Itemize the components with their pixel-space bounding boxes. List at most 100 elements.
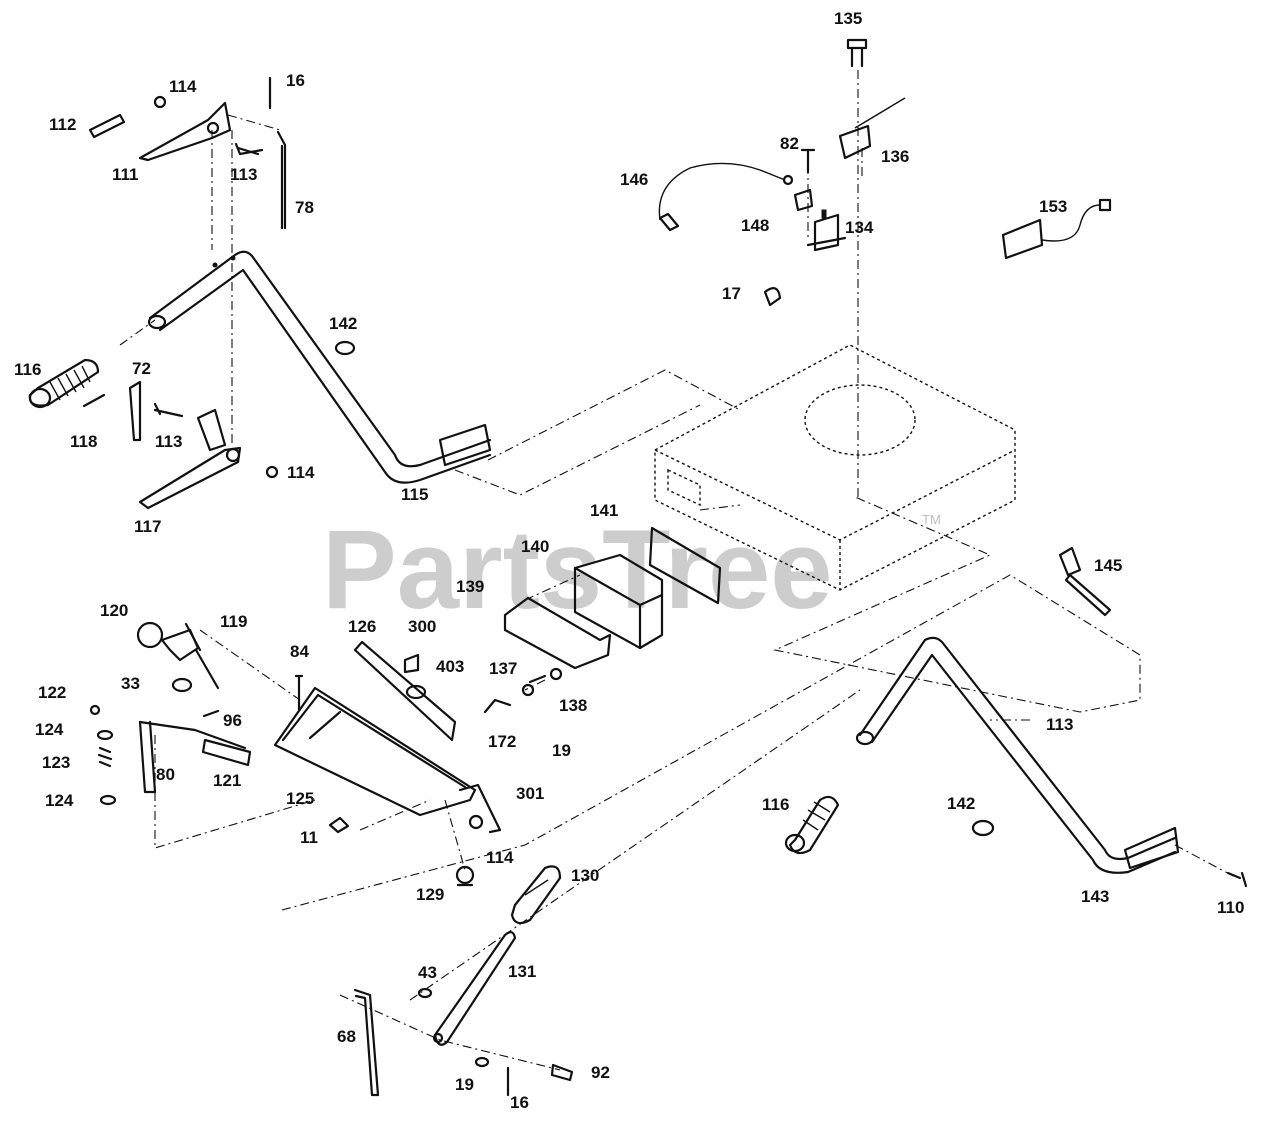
callout-123: 123 [42, 753, 70, 772]
callout-135: 135 [834, 9, 862, 28]
bolt-82 [800, 148, 816, 174]
solenoid-136 [838, 97, 906, 160]
panel-125 [273, 686, 502, 834]
lever-117 [82, 380, 279, 510]
callout-11: 11 [300, 828, 318, 847]
callout-78: 78 [295, 198, 314, 217]
frame-box [654, 344, 1016, 591]
callout-117: 117 [134, 517, 161, 536]
callout-142-upper: 142 [329, 314, 357, 333]
handle-143 [855, 636, 1180, 874]
fitting-129 [455, 865, 475, 887]
knob-120 [136, 621, 220, 690]
callout-113-mid: 113 [155, 432, 182, 451]
callout-146: 146 [620, 170, 648, 189]
tray-141 [648, 526, 722, 605]
callout-300: 300 [408, 617, 436, 636]
callout-96: 96 [223, 711, 242, 730]
callout-19-lower: 19 [455, 1075, 474, 1094]
arm-131 [432, 931, 517, 1046]
callout-129: 129 [416, 885, 444, 904]
wire-146 [658, 162, 794, 232]
plate-126 [353, 640, 457, 742]
battery-140 [573, 553, 664, 650]
callout-301: 301 [516, 784, 544, 803]
rod-68 [353, 988, 380, 1097]
callout-113-right: 113 [1046, 715, 1073, 734]
callout-142-lower: 142 [947, 794, 975, 813]
pad-130 [510, 865, 562, 925]
callout-116-lower: 116 [762, 795, 789, 814]
callout-124-upper: 124 [35, 720, 64, 739]
clip-17 [763, 287, 782, 307]
callout-125: 125 [286, 789, 314, 808]
callout-80: 80 [156, 765, 175, 784]
callout-143: 143 [1081, 887, 1109, 906]
callout-131: 131 [508, 962, 536, 981]
callout-138: 138 [559, 696, 587, 715]
watermark-tm: TM [922, 512, 941, 527]
callouts: 135 136 82 146 148 134 153 17 16 114 112… [14, 9, 1244, 1112]
callout-33: 33 [121, 674, 140, 693]
callout-113-top: 113 [230, 165, 257, 184]
connector-148 [793, 188, 814, 212]
washer-300-403 [403, 653, 427, 700]
assembly-lines [119, 70, 1236, 1071]
callout-137: 137 [489, 659, 517, 678]
callout-114-top: 114 [169, 77, 197, 96]
callout-121: 121 [213, 771, 241, 790]
nut-33 [171, 677, 193, 693]
callout-126: 126 [348, 617, 376, 636]
callout-114-mid: 114 [287, 463, 315, 482]
callout-111: 111 [112, 165, 139, 184]
grip-116-b [784, 795, 840, 855]
grip-116-a [28, 358, 100, 409]
callout-153: 153 [1039, 197, 1067, 216]
callout-17: 17 [722, 284, 741, 303]
nut-114-c [468, 814, 484, 830]
bolt-110 [1226, 871, 1248, 888]
relay-134 [806, 209, 847, 252]
callout-136: 136 [881, 147, 909, 166]
clamp-142-a [334, 340, 356, 356]
callout-82: 82 [780, 134, 799, 153]
callout-120: 120 [100, 601, 128, 620]
lever-111 [88, 95, 264, 162]
callout-134: 134 [845, 218, 874, 237]
clamp-142-b [971, 819, 995, 837]
callout-148: 148 [741, 216, 769, 235]
callout-116-upper: 116 [14, 360, 41, 379]
callout-145: 145 [1094, 556, 1122, 575]
callout-124-lower: 124 [45, 791, 74, 810]
callout-122: 122 [38, 683, 66, 702]
callout-118: 118 [70, 432, 97, 451]
handle-upper-left [147, 250, 492, 484]
callout-72: 72 [132, 359, 151, 378]
bracket-139 [503, 596, 612, 670]
callout-130: 130 [571, 866, 599, 885]
switch-145 [1058, 546, 1112, 617]
callout-92: 92 [591, 1063, 610, 1082]
bolt-84 [294, 674, 304, 712]
callout-114-lower: 114 [486, 848, 514, 867]
callout-140: 140 [521, 537, 549, 556]
callout-16-top: 16 [286, 71, 305, 90]
callout-172: 172 [488, 732, 516, 751]
rod-78 [268, 76, 287, 230]
callout-68: 68 [337, 1027, 356, 1046]
washers-lower [417, 987, 574, 1097]
callout-16-lower: 16 [510, 1093, 529, 1112]
callout-43: 43 [418, 963, 437, 982]
callout-119: 119 [220, 612, 247, 631]
callout-110: 110 [1217, 898, 1244, 917]
bolt-135 [846, 38, 868, 68]
callout-403: 403 [436, 657, 464, 676]
callout-84: 84 [290, 642, 309, 661]
watermark: PartsTree TM [322, 507, 941, 632]
rod-80 [138, 709, 252, 794]
nut-11 [328, 816, 350, 834]
bolt-137-138 [483, 667, 563, 714]
callout-115: 115 [401, 485, 428, 504]
callout-112: 112 [49, 115, 76, 134]
